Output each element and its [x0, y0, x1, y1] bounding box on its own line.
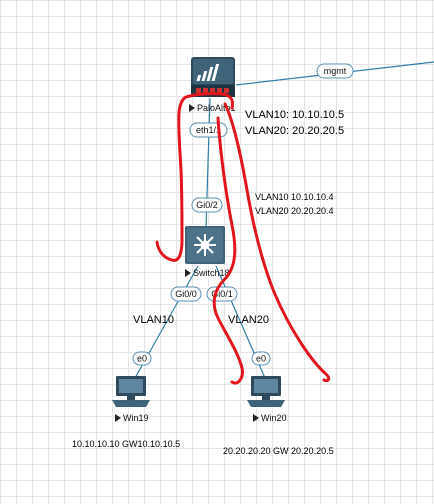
- svg-text:Gi0/2: Gi0/2: [196, 200, 218, 210]
- sw-vlan10-annotation: VLAN10 10.10.10.4: [255, 192, 334, 202]
- sw-vlan20-annotation: VLAN20 20.20.20.4: [255, 206, 334, 216]
- port-mgmt[interactable]: mgmt: [316, 63, 354, 79]
- svg-text:Switch18: Switch18: [193, 268, 230, 278]
- svg-text:Win19: Win19: [123, 413, 149, 423]
- play-icon: [115, 414, 121, 422]
- port-gi0-1[interactable]: Gi0/1: [206, 286, 238, 302]
- drawing-stroke-left: [155, 92, 234, 262]
- port-win19-e0[interactable]: e0: [132, 351, 152, 366]
- svg-text:e0: e0: [137, 354, 147, 364]
- win19-label: Win19: [115, 413, 149, 423]
- drawing-stroke-right: [223, 102, 331, 383]
- svg-text:PaloAlto1: PaloAlto1: [197, 103, 236, 113]
- svg-text:mgmt: mgmt: [324, 66, 347, 76]
- svg-text:Gi0/1: Gi0/1: [211, 289, 233, 299]
- port-eth1-1[interactable]: eth1/1: [189, 122, 228, 138]
- play-icon: [185, 269, 191, 277]
- svg-text:Win20: Win20: [261, 413, 287, 423]
- firewall-label: PaloAlto1: [189, 103, 236, 113]
- fw-vlan10-annotation: VLAN10: 10.10.10.5: [245, 109, 344, 121]
- firewall-ports-icon: [196, 88, 229, 93]
- pc-win20[interactable]: [247, 376, 285, 407]
- win20-label: Win20: [253, 413, 287, 423]
- drawing-stroke-middle: [212, 116, 244, 385]
- firewall-logo-icon: [196, 64, 220, 81]
- play-icon: [189, 104, 195, 112]
- switch-arrows-icon: [194, 234, 216, 256]
- switch-device[interactable]: [185, 226, 225, 264]
- red-freehand-drawing: [155, 92, 331, 385]
- win19-ip-annotation: 10.10.10.10 GW10.10.10.5: [72, 439, 180, 449]
- vlan20-link-annotation: VLAN20: [228, 314, 269, 326]
- firewall-device[interactable]: [191, 57, 235, 97]
- play-icon: [253, 414, 259, 422]
- svg-text:e0: e0: [256, 354, 266, 364]
- svg-text:Gi0/0: Gi0/0: [175, 289, 197, 299]
- pc-win19[interactable]: [112, 376, 150, 407]
- svg-text:eth1/1: eth1/1: [196, 125, 221, 135]
- port-win20-e0[interactable]: e0: [251, 351, 271, 366]
- win20-ip-annotation: 20.20.20.20 GW 20.20.20.5: [223, 446, 334, 456]
- fw-vlan20-annotation: VLAN20: 20.20.20.5: [245, 125, 344, 137]
- port-gi0-0[interactable]: Gi0/0: [170, 286, 202, 302]
- port-gi0-2[interactable]: Gi0/2: [191, 197, 223, 213]
- switch-label: Switch18: [185, 268, 230, 278]
- vlan10-link-annotation: VLAN10: [133, 314, 174, 326]
